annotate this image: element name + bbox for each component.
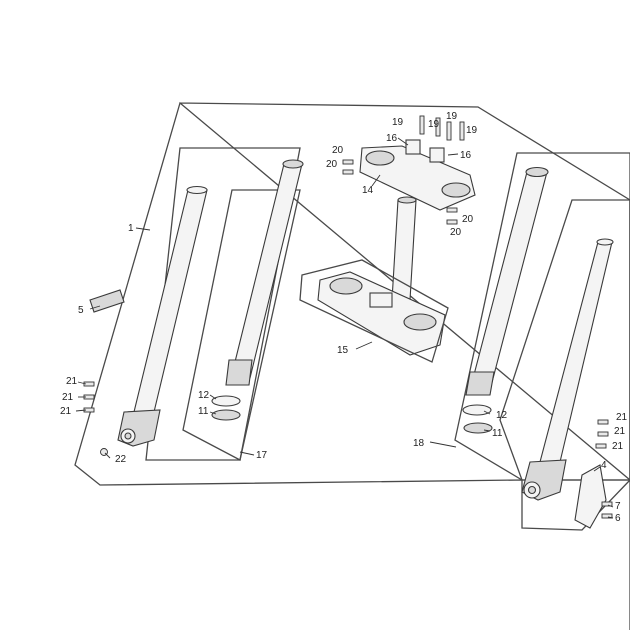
callout-21: 21 <box>60 406 72 417</box>
callout-4: 4 <box>601 460 607 471</box>
callout-21: 21 <box>616 412 628 423</box>
top-triple-clamp <box>359 139 476 211</box>
top-bolt-19d <box>459 121 465 141</box>
callout-16: 16 <box>460 150 472 161</box>
callout-6: 6 <box>615 513 621 524</box>
top-bolt-20a <box>342 159 354 165</box>
callout-18: 18 <box>413 438 425 449</box>
top-bolt-20b <box>342 169 354 175</box>
callout-21: 21 <box>614 426 626 437</box>
callout-21: 21 <box>62 392 74 403</box>
callout-20: 20 <box>326 159 338 170</box>
right-bolt-7 <box>601 501 613 507</box>
callout-11: 11 <box>492 428 503 439</box>
right-bolt-21c <box>595 443 607 449</box>
callout-19: 19 <box>392 117 404 128</box>
top-bolt-19b <box>435 117 441 137</box>
right-bolt-6 <box>601 513 613 519</box>
callout-22: 22 <box>115 454 127 465</box>
callout-12: 12 <box>496 410 508 421</box>
lower-triple-clamp <box>317 196 446 356</box>
callout-20: 20 <box>450 227 462 238</box>
right-seal-ring-11 <box>463 422 493 434</box>
callout-16: 16 <box>386 133 398 144</box>
left-decal-plate <box>89 289 125 313</box>
left-seal-ring-12 <box>211 395 241 407</box>
right-brake-bracket <box>574 464 607 529</box>
top-bolt-19c <box>446 121 452 141</box>
callout-5: 5 <box>78 305 84 316</box>
callout-14: 14 <box>362 185 374 196</box>
callout-17: 17 <box>256 450 268 461</box>
left-seal-ring-11 <box>211 409 241 421</box>
callout-21: 21 <box>66 376 78 387</box>
callout-20: 20 <box>462 214 474 225</box>
top-bolt-20c <box>446 207 458 213</box>
callout-1: 1 <box>128 223 134 234</box>
right-fork-outer-tube <box>465 166 549 396</box>
right-bolt-21b <box>597 431 609 437</box>
stem-frame <box>299 259 449 363</box>
callout-labels: 1 5 21 21 21 22 12 11 17 19 19 19 19 16 … <box>60 111 628 524</box>
callout-20: 20 <box>332 145 344 156</box>
top-bolt-20d <box>446 219 458 225</box>
callout-15: 15 <box>337 345 349 356</box>
callout-7: 7 <box>615 501 621 512</box>
left-fork-outer-tube <box>117 185 208 447</box>
left-bolt-21a <box>83 381 95 387</box>
callout-19: 19 <box>446 111 458 122</box>
right-bolt-21a <box>597 419 609 425</box>
right-seal-ring-12 <box>462 404 492 416</box>
callout-19: 19 <box>428 119 440 130</box>
leader-lines <box>75 137 614 519</box>
callout-12: 12 <box>198 390 210 401</box>
callout-21: 21 <box>612 441 624 452</box>
top-bolt-19a <box>419 115 425 135</box>
left-fork-inner-tube <box>225 159 304 386</box>
right-fork-inner-tube <box>521 238 614 501</box>
callout-11: 11 <box>198 406 209 417</box>
callout-19: 19 <box>466 125 478 136</box>
fork-right-inner-frame <box>499 199 630 481</box>
